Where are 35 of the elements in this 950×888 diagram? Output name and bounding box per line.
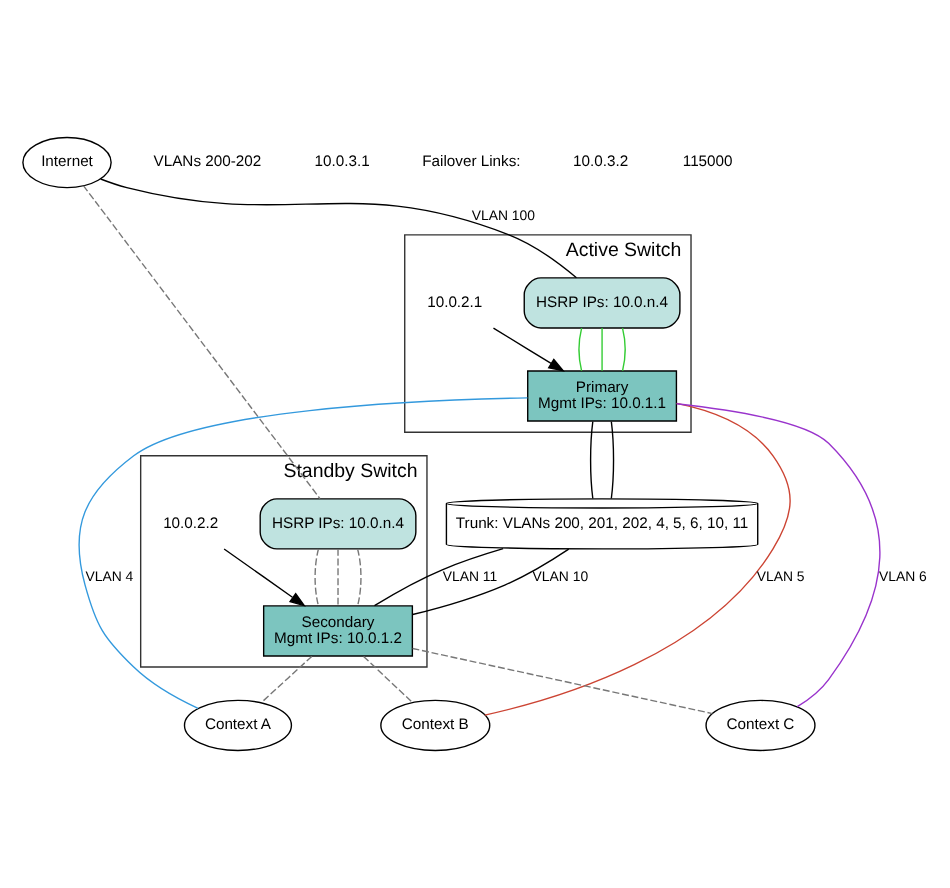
connector (337, 548, 339, 607)
connector (373, 548, 504, 607)
node-ellipse: Internet (22, 136, 112, 189)
node-text: 10.0.2.1 (427, 292, 483, 311)
connector (314, 548, 320, 607)
arrow (223, 548, 306, 607)
label: 115000 (682, 152, 733, 171)
label: VLANs 200-202 (153, 152, 262, 171)
connector (99, 178, 578, 279)
node-box: HSRP IPs: 10.0.n.4 (259, 498, 417, 550)
connector (589, 420, 594, 500)
connector (601, 327, 603, 372)
connector (82, 185, 321, 500)
connector (675, 403, 881, 708)
connector (610, 420, 615, 500)
connector (578, 327, 583, 372)
node-box: HSRP IPs: 10.0.n.4 (523, 277, 681, 329)
node-ellipse: Context B (380, 699, 491, 752)
connector (356, 548, 362, 607)
label: 10.0.3.2 (573, 152, 629, 171)
node-ellipse: Context C (705, 699, 816, 752)
connector (484, 402, 791, 716)
node-ellipse: Context A (183, 699, 293, 752)
connector (411, 548, 570, 616)
connector (261, 655, 313, 703)
node-box: Primary Mgmt IPs: 10.0.1.1 (527, 370, 678, 422)
label: Failover Links: (422, 152, 521, 171)
node-text: 10.0.2.2 (163, 513, 219, 532)
connector (78, 397, 529, 710)
connector (362, 655, 413, 703)
connector (411, 647, 713, 715)
connector (621, 327, 626, 372)
arrow (492, 327, 565, 372)
node-box: Secondary Mgmt IPs: 10.0.1.2 (262, 605, 414, 657)
label: 10.0.3.1 (314, 152, 370, 171)
